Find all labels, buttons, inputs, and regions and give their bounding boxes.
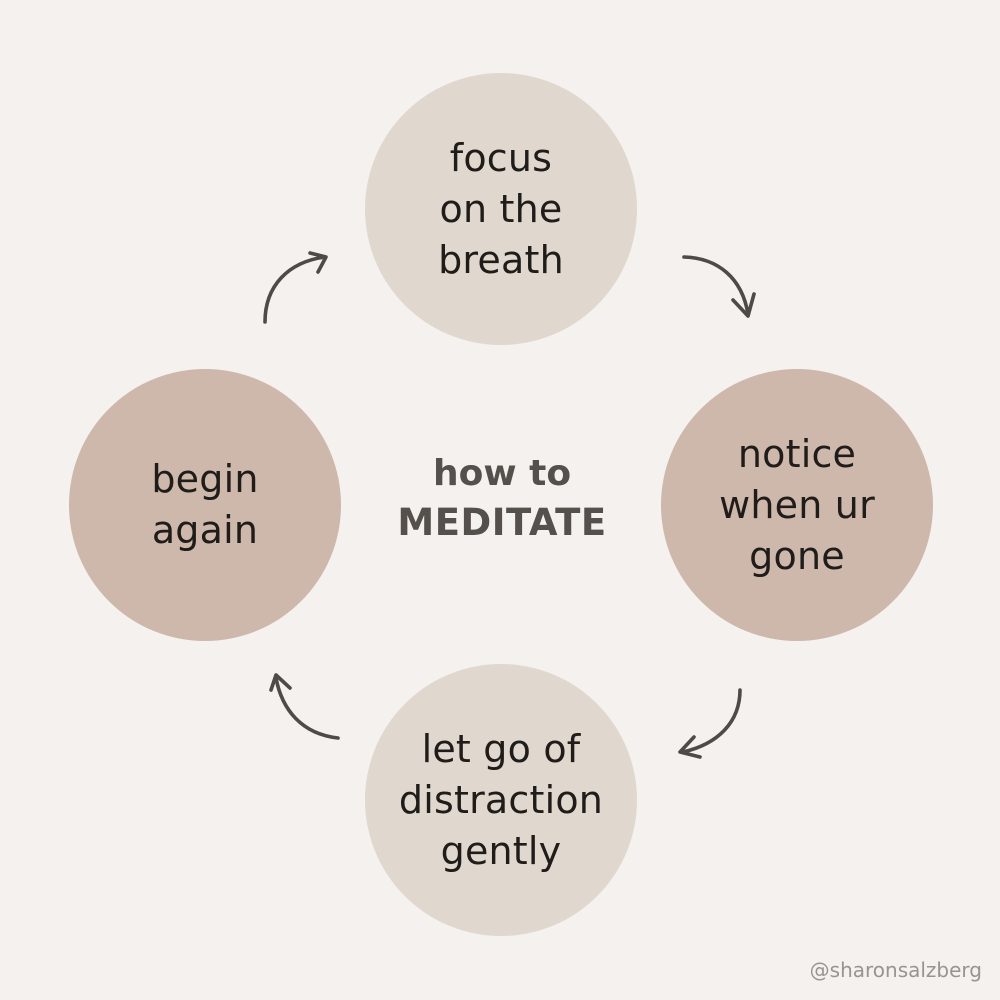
curved-arrow-icon xyxy=(678,688,742,759)
curved-arrow-icon xyxy=(682,255,756,318)
step-label: focus on the breath xyxy=(438,135,564,282)
step-label: let go of distraction gently xyxy=(398,726,604,873)
title-line-2: MEDITATE xyxy=(397,501,607,544)
step-begin-again: begin again xyxy=(69,369,341,641)
step-notice-when-gone: notice when ur gone xyxy=(661,369,933,641)
title-line-1: how to xyxy=(432,453,572,494)
step-focus-on-breath: focus on the breath xyxy=(365,73,637,345)
step-let-go-of-distraction: let go of distraction gently xyxy=(365,664,637,936)
curved-arrow-icon xyxy=(269,673,340,740)
curved-arrow-icon xyxy=(263,251,328,324)
step-label: notice when ur gone xyxy=(719,431,875,578)
diagram-title: how to MEDITATE xyxy=(360,450,644,548)
author-credit: @sharonsalzberg xyxy=(809,958,982,982)
step-label: begin again xyxy=(151,457,259,552)
